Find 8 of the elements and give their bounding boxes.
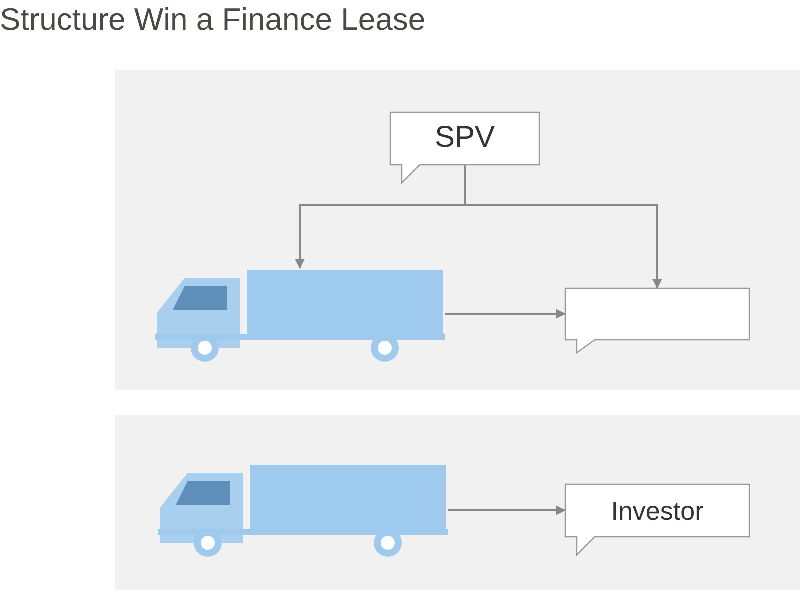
arrow bbox=[445, 309, 566, 319]
title: Structure Win a Finance Lease bbox=[0, 2, 426, 38]
node-label: Investor bbox=[611, 496, 704, 527]
arrow bbox=[448, 506, 566, 516]
speech-bubble bbox=[565, 484, 750, 556]
speech-bubble bbox=[565, 288, 750, 354]
node-label: SPV bbox=[434, 121, 496, 156]
speech-bubble bbox=[390, 112, 540, 184]
